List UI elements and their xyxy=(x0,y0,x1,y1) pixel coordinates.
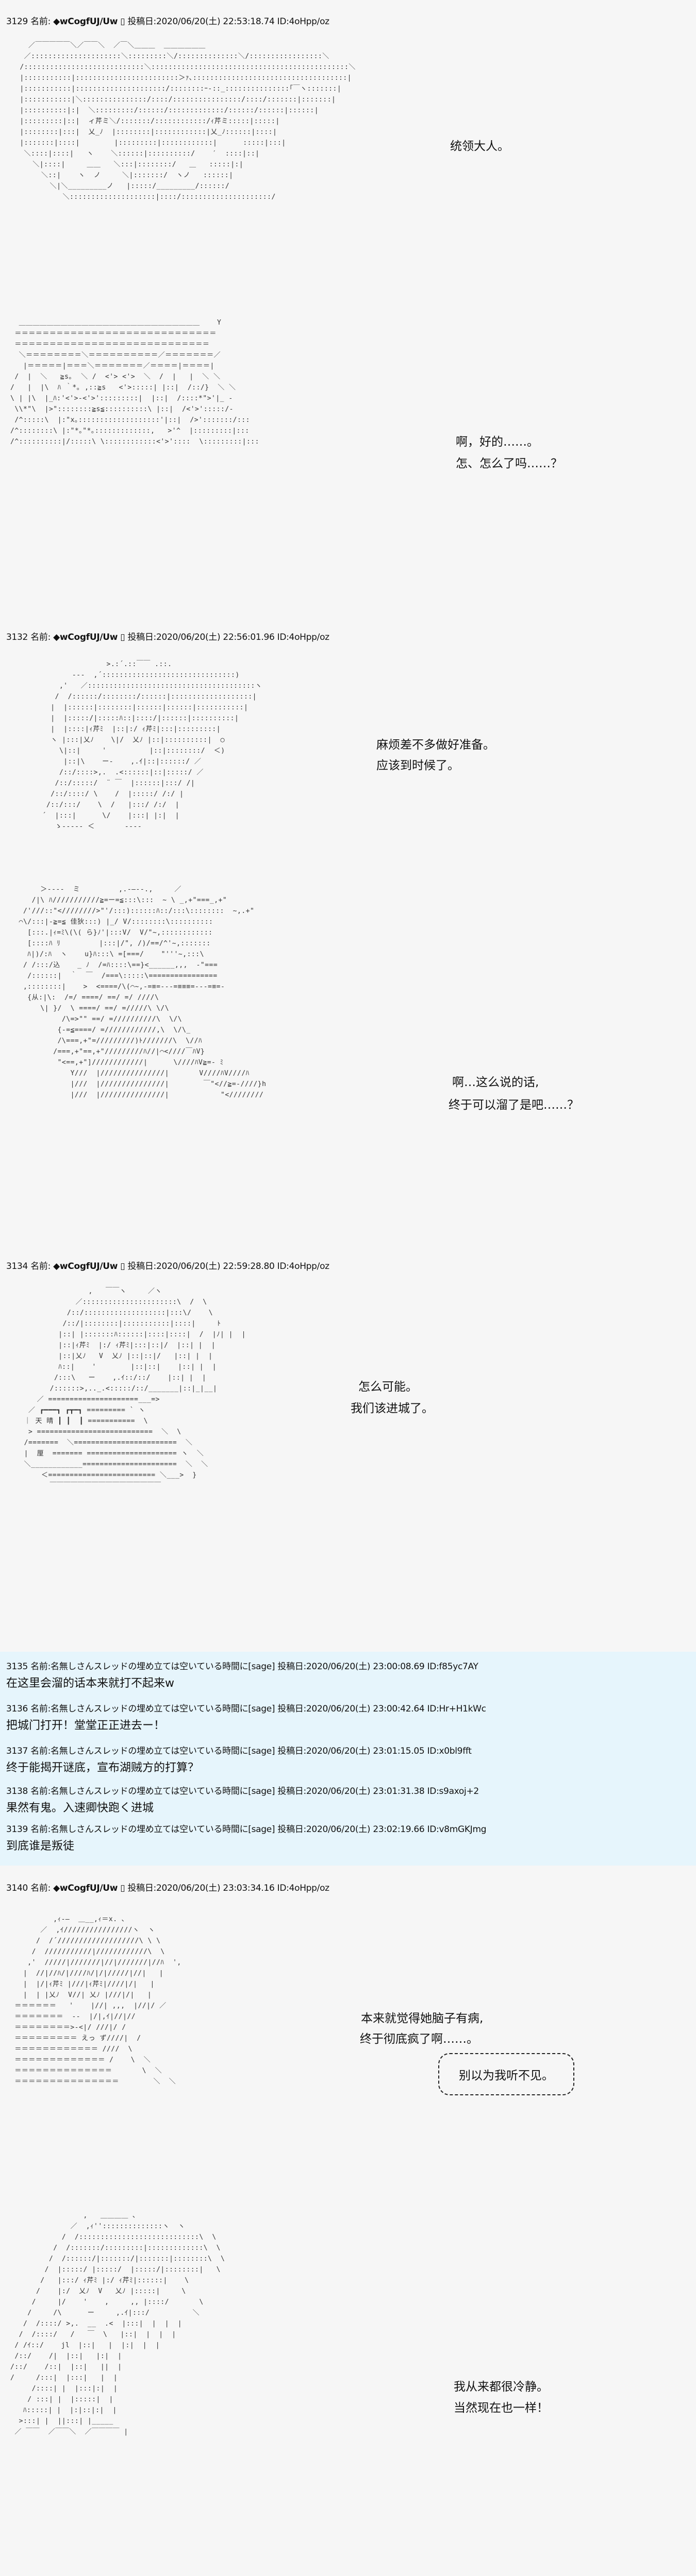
name-label: 名前: xyxy=(30,16,51,27)
dialogue-line: 麻烦差不多做好准备。 xyxy=(376,738,495,752)
poster-name: 名無しさんスレッドの埋め立ては空いている時間に[sage] xyxy=(51,1662,275,1672)
reply-block: 3135 名前:名無しさんスレッドの埋め立ては空いている時間に[sage] 投稿… xyxy=(0,1652,696,1866)
dialogue-line: 应该到时候了。 xyxy=(376,759,459,772)
ascii-art: ＿＿＿＿＿＿＿＿＿＿＿＿＿＿＿＿＿＿＿＿＿＿＿＿＿＿ Y ＝＝＝＝＝＝＝＝＝＝＝… xyxy=(10,319,259,446)
name-label: 名前: xyxy=(30,1824,51,1835)
tripcode: ◆wCogfUJ/Uw xyxy=(53,16,118,27)
reply-body: 把城门打开！堂堂正正进去ー！ xyxy=(6,1719,165,1732)
post-header: 3134 名前: ◆wCogfUJ/Uw ▯ 投稿日:2020/06/20(土)… xyxy=(6,1259,329,1272)
dialogue-line: 本来就觉得她脑子有病, xyxy=(361,2012,484,2025)
dialogue-line: 终于可以溜了是吧……？ xyxy=(449,1098,579,1112)
bubble-text: 别以为我听不见。 xyxy=(459,2069,554,2082)
dialogue-line: 统领大人。 xyxy=(450,140,509,153)
post-date: 2020/06/20(土) 23:00:42.64 xyxy=(306,1704,425,1714)
post-date: 2020/06/20(土) 23:01:31.38 xyxy=(306,1786,425,1797)
name-label: 名前: xyxy=(30,632,51,642)
date-label: 投稿日: xyxy=(127,1261,156,1272)
ascii-art: , ＿＿＿＿ ､ ／ ,ｨ''::::::::::::::ヽ ヽ / /::::… xyxy=(10,2212,225,2436)
ascii-art: ／￣￣￣￣￣＼／￣￣＼ ／￣＼＿＿＿ ＿＿＿＿＿＿ ／:::::::::::::… xyxy=(20,42,356,201)
date-label: 投稿日: xyxy=(127,632,156,642)
post-number: 3132 xyxy=(6,632,28,642)
post-id: ID:v8mGKJmg xyxy=(427,1824,487,1835)
post-id: ID:s9axoj+2 xyxy=(427,1786,479,1797)
box-glyph: ▯ xyxy=(120,1261,125,1272)
date-label: 投稿日: xyxy=(277,1786,306,1797)
name-label: 名前: xyxy=(30,1746,51,1756)
post-date: 2020/06/20(土) 23:00:08.69 xyxy=(306,1662,425,1672)
reply-body: 在这里会溜的话本来就打不起来w xyxy=(6,1677,174,1690)
post-date: 2020/06/20(土) 23:03:34.16 xyxy=(156,1883,275,1893)
name-label: 名前: xyxy=(30,1786,51,1797)
name-label: 名前: xyxy=(30,1261,51,1272)
dialogue-line: 啊…这么说的话, xyxy=(452,1076,539,1089)
post-number: 3129 xyxy=(6,16,28,27)
post-number: 3136 xyxy=(6,1704,28,1714)
date-label: 投稿日: xyxy=(277,1746,306,1756)
date-label: 投稿日: xyxy=(127,1883,156,1893)
poster-name: 名無しさんスレッドの埋め立ては空いている時間に[sage] xyxy=(51,1824,275,1835)
post-id: ID:x0bl9fft xyxy=(427,1746,472,1756)
date-label: 投稿日: xyxy=(277,1704,306,1714)
post-id: ID:4oHpp/oz xyxy=(277,16,329,27)
ascii-art: , ￣￣ヽ ／ヽ ／::::::::::::::::::::::\ / \ /:… xyxy=(24,1287,246,1490)
post-number: 3140 xyxy=(6,1883,28,1893)
post-number: 3135 xyxy=(6,1662,28,1672)
ascii-art: ,ｨ-― ＿__,ｨ＝x. ､ ／ ,ｲ////////////////ヽ ヽ … xyxy=(14,1916,181,2086)
name-label: 名前: xyxy=(30,1662,51,1672)
tripcode: ◆wCogfUJ/Uw xyxy=(53,1883,118,1893)
post-header: 3129 名前: ◆wCogfUJ/Uw ▯ 投稿日:2020/06/20(土)… xyxy=(6,14,329,27)
post-date: 2020/06/20(土) 22:59:28.80 xyxy=(156,1261,275,1272)
speech-bubble: 别以为我听不见。 xyxy=(438,2053,574,2095)
box-glyph: ▯ xyxy=(120,632,125,642)
box-glyph: ▯ xyxy=(120,1883,125,1893)
dialogue-line: 啊，好的……。 xyxy=(456,435,539,449)
post-header: 3132 名前: ◆wCogfUJ/Uw ▯ 投稿日:2020/06/20(土)… xyxy=(6,630,329,642)
date-label: 投稿日: xyxy=(277,1662,306,1672)
post-id: ID:Hr+H1kWc xyxy=(427,1704,486,1714)
post-id: ID:4oHpp/oz xyxy=(277,1883,329,1893)
post-id: ID:f85yc7AY xyxy=(427,1662,478,1672)
reply-body: 终于能揭开谜底，宣布湖贼方的打算？ xyxy=(6,1761,200,1774)
name-label: 名前: xyxy=(30,1704,51,1714)
post-id: ID:4oHpp/oz xyxy=(277,1261,329,1272)
reply-post: 3137 名前:名無しさんスレッドの埋め立ては空いている時間に[sage] 投稿… xyxy=(6,1743,472,1775)
post-number: 3134 xyxy=(6,1261,28,1272)
post-number: 3138 xyxy=(6,1786,28,1797)
post-number: 3139 xyxy=(6,1824,28,1835)
dialogue-line: 怎、怎么了吗……？ xyxy=(456,457,562,470)
poster-name: 名無しさんスレッドの埋め立ては空いている時間に[sage] xyxy=(51,1786,275,1797)
dialogue-line: 终于彻底疯了啊……。 xyxy=(360,2032,478,2046)
dialogue-line: 我从来都很冷静。 xyxy=(454,2380,549,2394)
post-date: 2020/06/20(土) 22:53:18.74 xyxy=(156,16,275,27)
reply-body: 果然有鬼。入速卿快跑く进城 xyxy=(6,1802,154,1815)
reply-post: 3135 名前:名無しさんスレッドの埋め立ては空いている時間に[sage] 投稿… xyxy=(6,1659,478,1690)
tripcode: ◆wCogfUJ/Uw xyxy=(53,1261,118,1272)
box-glyph: ▯ xyxy=(120,16,125,27)
name-label: 名前: xyxy=(30,1883,51,1893)
dialogue-line: 当然现在也一样！ xyxy=(454,2401,549,2415)
reply-post: 3139 名前:名無しさんスレッドの埋め立ては空いている時間に[sage] 投稿… xyxy=(6,1822,487,1853)
dialogue-line: 怎么可能。 xyxy=(358,1380,418,1394)
ascii-art: ＞-‐‐‐ ミ ,.-―‐-., ／ /|\ ﾊ///////////≧=ー=≦… xyxy=(19,886,267,1099)
post-date: 2020/06/20(土) 23:02:19.66 xyxy=(306,1824,425,1835)
reply-body: 到底谁是叛徒 xyxy=(6,1840,75,1853)
post-number: 3137 xyxy=(6,1746,28,1756)
poster-name: 名無しさんスレッドの埋め立ては空いている時間に[sage] xyxy=(51,1746,275,1756)
post-date: 2020/06/20(土) 22:56:01.96 ID:4oHpp/oz xyxy=(156,632,329,642)
post-header: 3140 名前: ◆wCogfUJ/Uw ▯ 投稿日:2020/06/20(土)… xyxy=(6,1880,329,1893)
reply-post: 3138 名前:名無しさんスレッドの埋め立ては空いている時間に[sage] 投稿… xyxy=(6,1784,479,1815)
date-label: 投稿日: xyxy=(127,16,156,27)
ascii-art: >.:´.::￣￣ .::. -‐‐ ,´:::::::::::::::::::… xyxy=(42,660,262,831)
date-label: 投稿日: xyxy=(277,1824,306,1835)
tripcode: ◆wCogfUJ/Uw xyxy=(53,632,118,642)
post-date: 2020/06/20(土) 23:01:15.05 xyxy=(306,1746,425,1756)
poster-name: 名無しさんスレッドの埋め立ては空いている時間に[sage] xyxy=(51,1704,275,1714)
reply-post: 3136 名前:名無しさんスレッドの埋め立ては空いている時間に[sage] 投稿… xyxy=(6,1701,486,1733)
dialogue-line: 我们该进城了。 xyxy=(351,1402,434,1415)
